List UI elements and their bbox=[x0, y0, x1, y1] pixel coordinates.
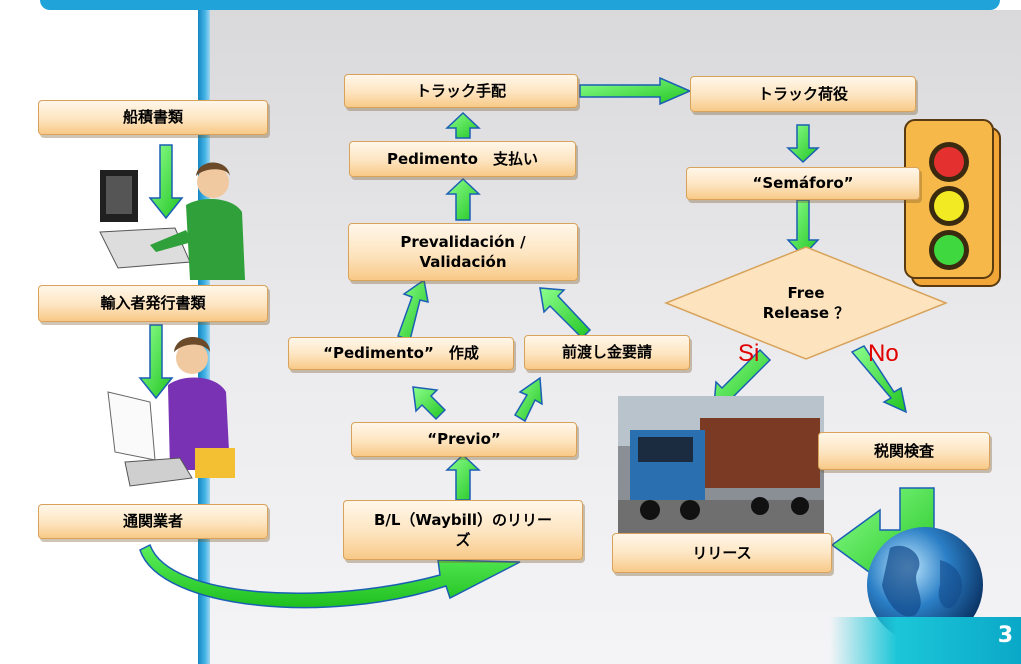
arrow-right-truck bbox=[579, 76, 692, 106]
traffic-light-icon bbox=[904, 119, 1001, 287]
page-number: 3 bbox=[997, 623, 1013, 648]
header-bar bbox=[40, 0, 1000, 10]
node-release-label: リリース bbox=[692, 543, 752, 562]
node-truck-loading-label: トラック荷役 bbox=[757, 84, 848, 103]
page-number-tab bbox=[830, 617, 1021, 664]
arrow-down-loading-to-semaforo bbox=[786, 124, 820, 164]
curved-arrow-broker-to-bl bbox=[139, 543, 521, 609]
globe-icon bbox=[867, 527, 983, 643]
node-customs-inspection: 税関検査 bbox=[818, 432, 990, 470]
node-truck-arrange: トラック手配 bbox=[344, 74, 578, 108]
arrow-previo-to-pedimento bbox=[412, 386, 447, 421]
node-pedimento-pay-label: Pedimento 支払い bbox=[386, 149, 538, 168]
woman-computer-icon bbox=[99, 162, 245, 280]
node-customs-inspection-label: 税関検査 bbox=[873, 441, 934, 460]
node-pedimento-pay: Pedimento 支払い bbox=[349, 141, 576, 177]
node-previo-label: “Previo” bbox=[427, 430, 501, 449]
arrow-down-2 bbox=[138, 324, 174, 400]
node-bl-release: B/L（Waybill）のリリー ズ bbox=[343, 500, 583, 560]
node-previo: “Previo” bbox=[351, 422, 577, 457]
node-customs-broker: 通関業者 bbox=[38, 504, 268, 539]
decision-diamond bbox=[663, 246, 949, 360]
node-importer-docs: 輸入者発行書類 bbox=[38, 285, 268, 322]
node-pedimento-create-label: “Pedimento” 作成 bbox=[323, 344, 479, 363]
node-customs-broker-label: 通関業者 bbox=[122, 512, 183, 531]
node-prevalidation-line1: Prevalidación / bbox=[400, 232, 526, 251]
arrow-up-pedimento-to-prevalidation bbox=[445, 177, 481, 221]
node-free-release: Free Release ？ bbox=[736, 280, 876, 326]
node-semaforo-label: “Semáforo” bbox=[752, 174, 854, 193]
node-release: リリース bbox=[612, 533, 832, 573]
node-prevalidation: Prevalidación / Validación bbox=[348, 223, 578, 281]
arrow-pedimento-to-prevalidation bbox=[397, 278, 429, 341]
branch-label-yes: Si bbox=[738, 340, 760, 367]
node-semaforo: “Semáforo” bbox=[686, 167, 920, 200]
node-advance-payment: 前渡し金要請 bbox=[524, 335, 690, 370]
branch-label-no: No bbox=[868, 340, 899, 367]
arrow-no-to-inspection bbox=[850, 345, 908, 414]
node-shipping-docs: 船積書類 bbox=[38, 100, 268, 135]
arrow-up-bl-to-previo bbox=[445, 453, 481, 501]
arrow-up-to-truck-arrange bbox=[445, 111, 481, 139]
node-truck-arrange-label: トラック手配 bbox=[415, 81, 506, 100]
node-shipping-docs-label: 船積書類 bbox=[122, 108, 183, 127]
arrow-advance-to-prevalidation bbox=[539, 287, 592, 340]
node-importer-docs-label: 輸入者発行書類 bbox=[100, 294, 206, 313]
node-advance-payment-label: 前渡し金要請 bbox=[561, 343, 652, 362]
arrow-down-1 bbox=[148, 144, 184, 220]
node-prevalidation-line2: Validación bbox=[419, 253, 507, 271]
node-free-release-line2: Release ？ bbox=[762, 304, 850, 322]
node-pedimento-create: “Pedimento” 作成 bbox=[288, 337, 514, 370]
arrow-previo-to-advance bbox=[513, 376, 543, 423]
node-truck-loading: トラック荷役 bbox=[690, 76, 916, 112]
woman-reading-icon bbox=[107, 337, 235, 487]
node-bl-release-line2: ズ bbox=[455, 531, 471, 549]
node-free-release-line1: Free bbox=[787, 283, 825, 302]
container-truck-icon bbox=[618, 396, 824, 536]
node-bl-release-line1: B/L（Waybill）のリリー bbox=[373, 510, 553, 529]
